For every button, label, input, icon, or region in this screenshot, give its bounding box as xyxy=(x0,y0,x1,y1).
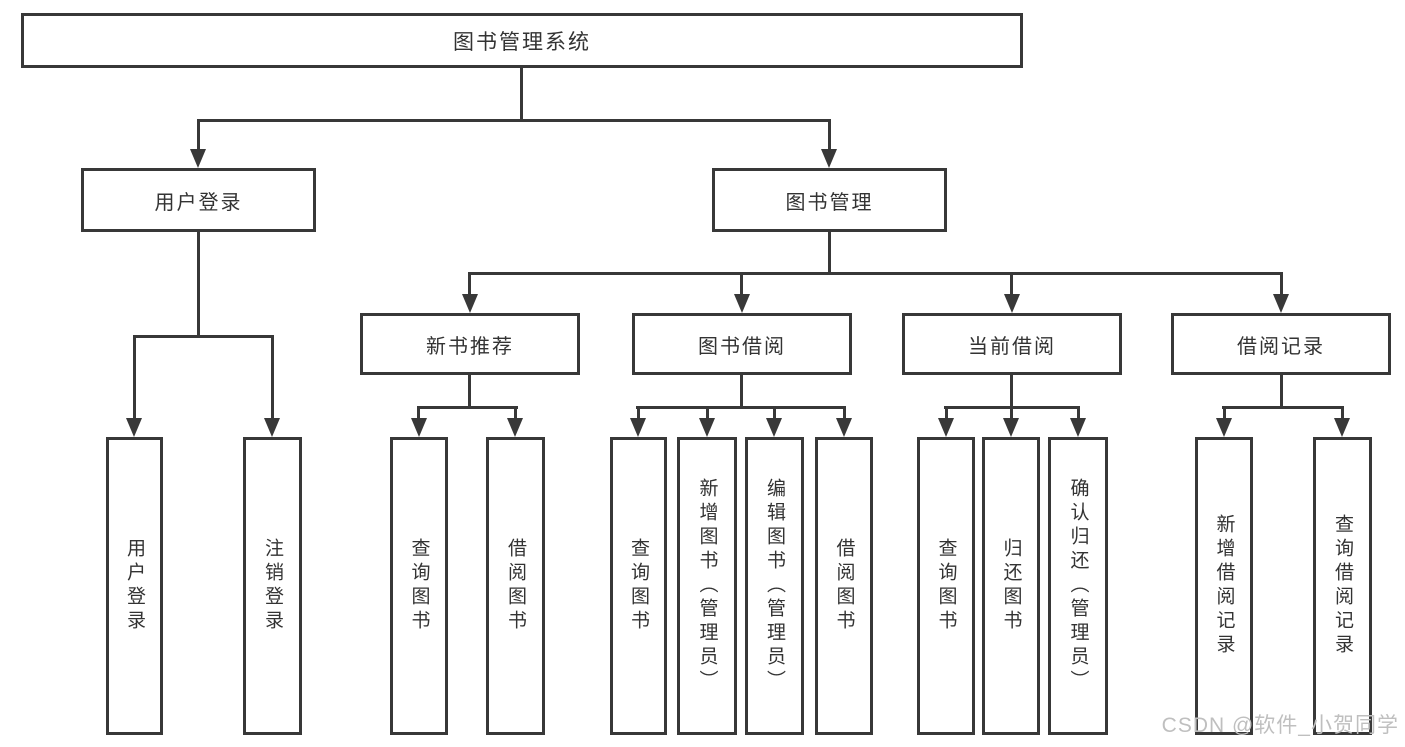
arrow-down-icon xyxy=(126,418,142,437)
arrow-down-icon xyxy=(821,149,837,168)
connector-line xyxy=(706,406,709,420)
connector-line xyxy=(1010,272,1013,296)
arrow-down-icon xyxy=(411,418,427,437)
node-book-borrow: 图书借阅 xyxy=(632,313,852,375)
connector-line xyxy=(945,406,948,420)
leaf-add-borrow-record: 新增借阅记录 xyxy=(1195,437,1253,735)
arrow-down-icon xyxy=(1273,294,1289,313)
connector-line xyxy=(740,272,743,296)
connector-line xyxy=(468,272,1283,275)
arrow-down-icon xyxy=(1334,418,1350,437)
leaf-borrow-books-1: 借阅图书 xyxy=(486,437,545,735)
arrow-down-icon xyxy=(630,418,646,437)
leaf-confirm-return-admin: 确认归还（管理员） xyxy=(1048,437,1108,735)
node-new-book-recommend: 新书推荐 xyxy=(360,313,580,375)
connector-line xyxy=(1010,406,1013,420)
connector-line xyxy=(514,406,517,420)
csdn-watermark: CSDN @软件_小贺同学 xyxy=(1161,714,1399,737)
arrow-down-icon xyxy=(766,418,782,437)
leaf-query-borrow-record: 查询借阅记录 xyxy=(1313,437,1372,735)
connector-line xyxy=(1341,406,1344,420)
arrow-down-icon xyxy=(734,294,750,313)
leaf-borrow-books-2: 借阅图书 xyxy=(815,437,873,735)
node-current-borrow: 当前借阅 xyxy=(902,313,1122,375)
arrow-down-icon xyxy=(1216,418,1232,437)
connector-line xyxy=(520,68,523,119)
connector-line xyxy=(637,406,640,420)
leaf-query-books-1: 查询图书 xyxy=(390,437,448,735)
connector-line xyxy=(417,406,518,409)
arrow-down-icon xyxy=(1003,418,1019,437)
connector-line xyxy=(133,335,274,338)
connector-line xyxy=(773,406,776,420)
connector-line xyxy=(468,375,471,408)
leaf-add-books-admin: 新增图书（管理员） xyxy=(677,437,737,735)
connector-line xyxy=(740,375,743,407)
connector-line xyxy=(197,119,200,150)
connector-line xyxy=(1077,406,1080,420)
leaf-logout: 注销登录 xyxy=(243,437,302,735)
arrow-down-icon xyxy=(1070,418,1086,437)
arrow-down-icon xyxy=(507,418,523,437)
connector-line xyxy=(133,335,136,419)
leaf-return-books: 归还图书 xyxy=(982,437,1040,735)
connector-line xyxy=(468,272,471,296)
arrow-down-icon xyxy=(938,418,954,437)
connector-line xyxy=(1222,406,1344,409)
arrow-down-icon xyxy=(190,149,206,168)
connector-line xyxy=(271,335,274,419)
leaf-query-books-3: 查询图书 xyxy=(917,437,975,735)
arrow-down-icon xyxy=(836,418,852,437)
connector-line xyxy=(197,232,200,336)
connector-line xyxy=(417,406,420,420)
arrow-down-icon xyxy=(1004,294,1020,313)
leaf-edit-books-admin: 编辑图书（管理员） xyxy=(745,437,804,735)
connector-line xyxy=(1280,272,1283,296)
connector-line xyxy=(1280,374,1283,408)
node-user-login: 用户登录 xyxy=(81,168,316,232)
connector-line xyxy=(843,406,846,420)
arrow-down-icon xyxy=(264,418,280,437)
connector-line xyxy=(197,119,831,122)
connector-line xyxy=(1010,375,1013,408)
node-root-library-system: 图书管理系统 xyxy=(21,13,1023,68)
connector-line xyxy=(828,119,831,150)
connector-line xyxy=(828,232,831,273)
arrow-down-icon xyxy=(462,294,478,313)
leaf-user-login: 用户登录 xyxy=(106,437,163,735)
node-borrow-records: 借阅记录 xyxy=(1171,313,1391,375)
node-book-management: 图书管理 xyxy=(712,168,947,232)
leaf-query-books-2: 查询图书 xyxy=(610,437,667,735)
arrow-down-icon xyxy=(699,418,715,437)
connector-line xyxy=(1223,406,1226,420)
connector-line xyxy=(636,406,846,409)
